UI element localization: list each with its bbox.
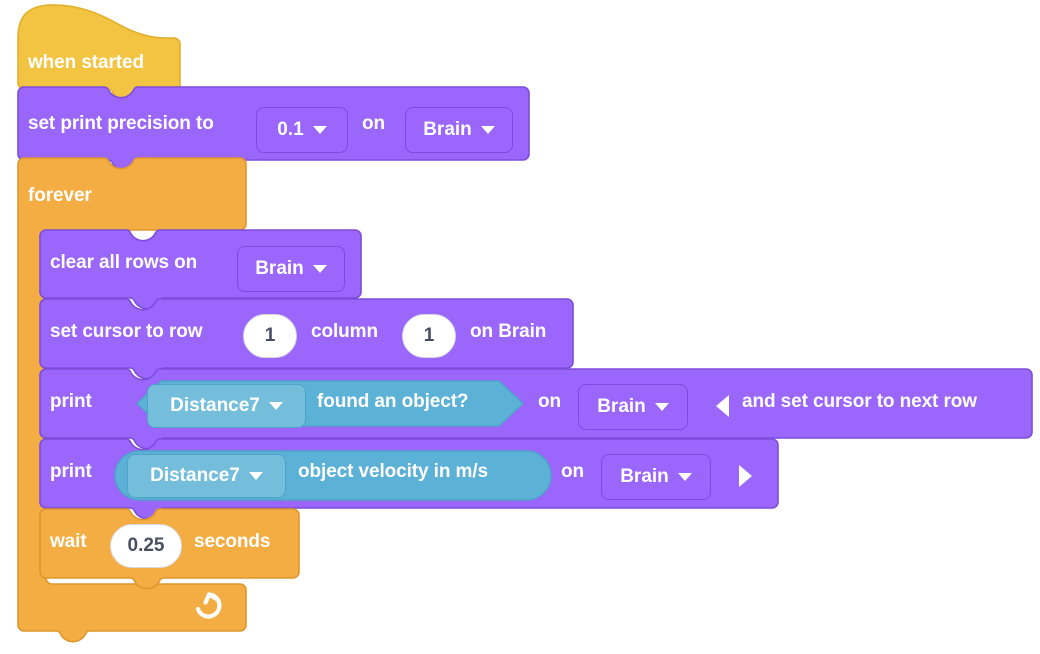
- set-cursor-on-device-label: on Brain: [470, 321, 547, 342]
- print-found-object-newline-label: and set cursor to next row: [742, 391, 977, 412]
- loop-arrow-icon: [195, 592, 222, 619]
- print-velocity-property-label: object velocity in m/s: [298, 461, 488, 482]
- print-found-object-print-label: print: [50, 391, 92, 412]
- forever-label: forever: [28, 185, 92, 206]
- when-started-label: when started: [28, 52, 144, 73]
- wait-label: wait: [50, 531, 87, 552]
- print-found-object-on-label: on: [538, 391, 562, 412]
- set-cursor-column-label: column: [311, 321, 378, 342]
- when-started-block-shape[interactable]: [17, 4, 181, 101]
- set-cursor-row-label: set cursor to row: [50, 321, 203, 342]
- clear-all-rows-label: clear all rows on: [50, 252, 198, 273]
- print-velocity-print-label: print: [50, 461, 92, 482]
- set-print-precision-on-label: on: [362, 113, 386, 134]
- print-found-object-property-label: found an object?: [317, 391, 469, 412]
- wait-seconds-label: seconds: [194, 531, 271, 552]
- set-print-precision-label: set print precision to: [28, 113, 214, 134]
- print-velocity-on-label: on: [561, 461, 585, 482]
